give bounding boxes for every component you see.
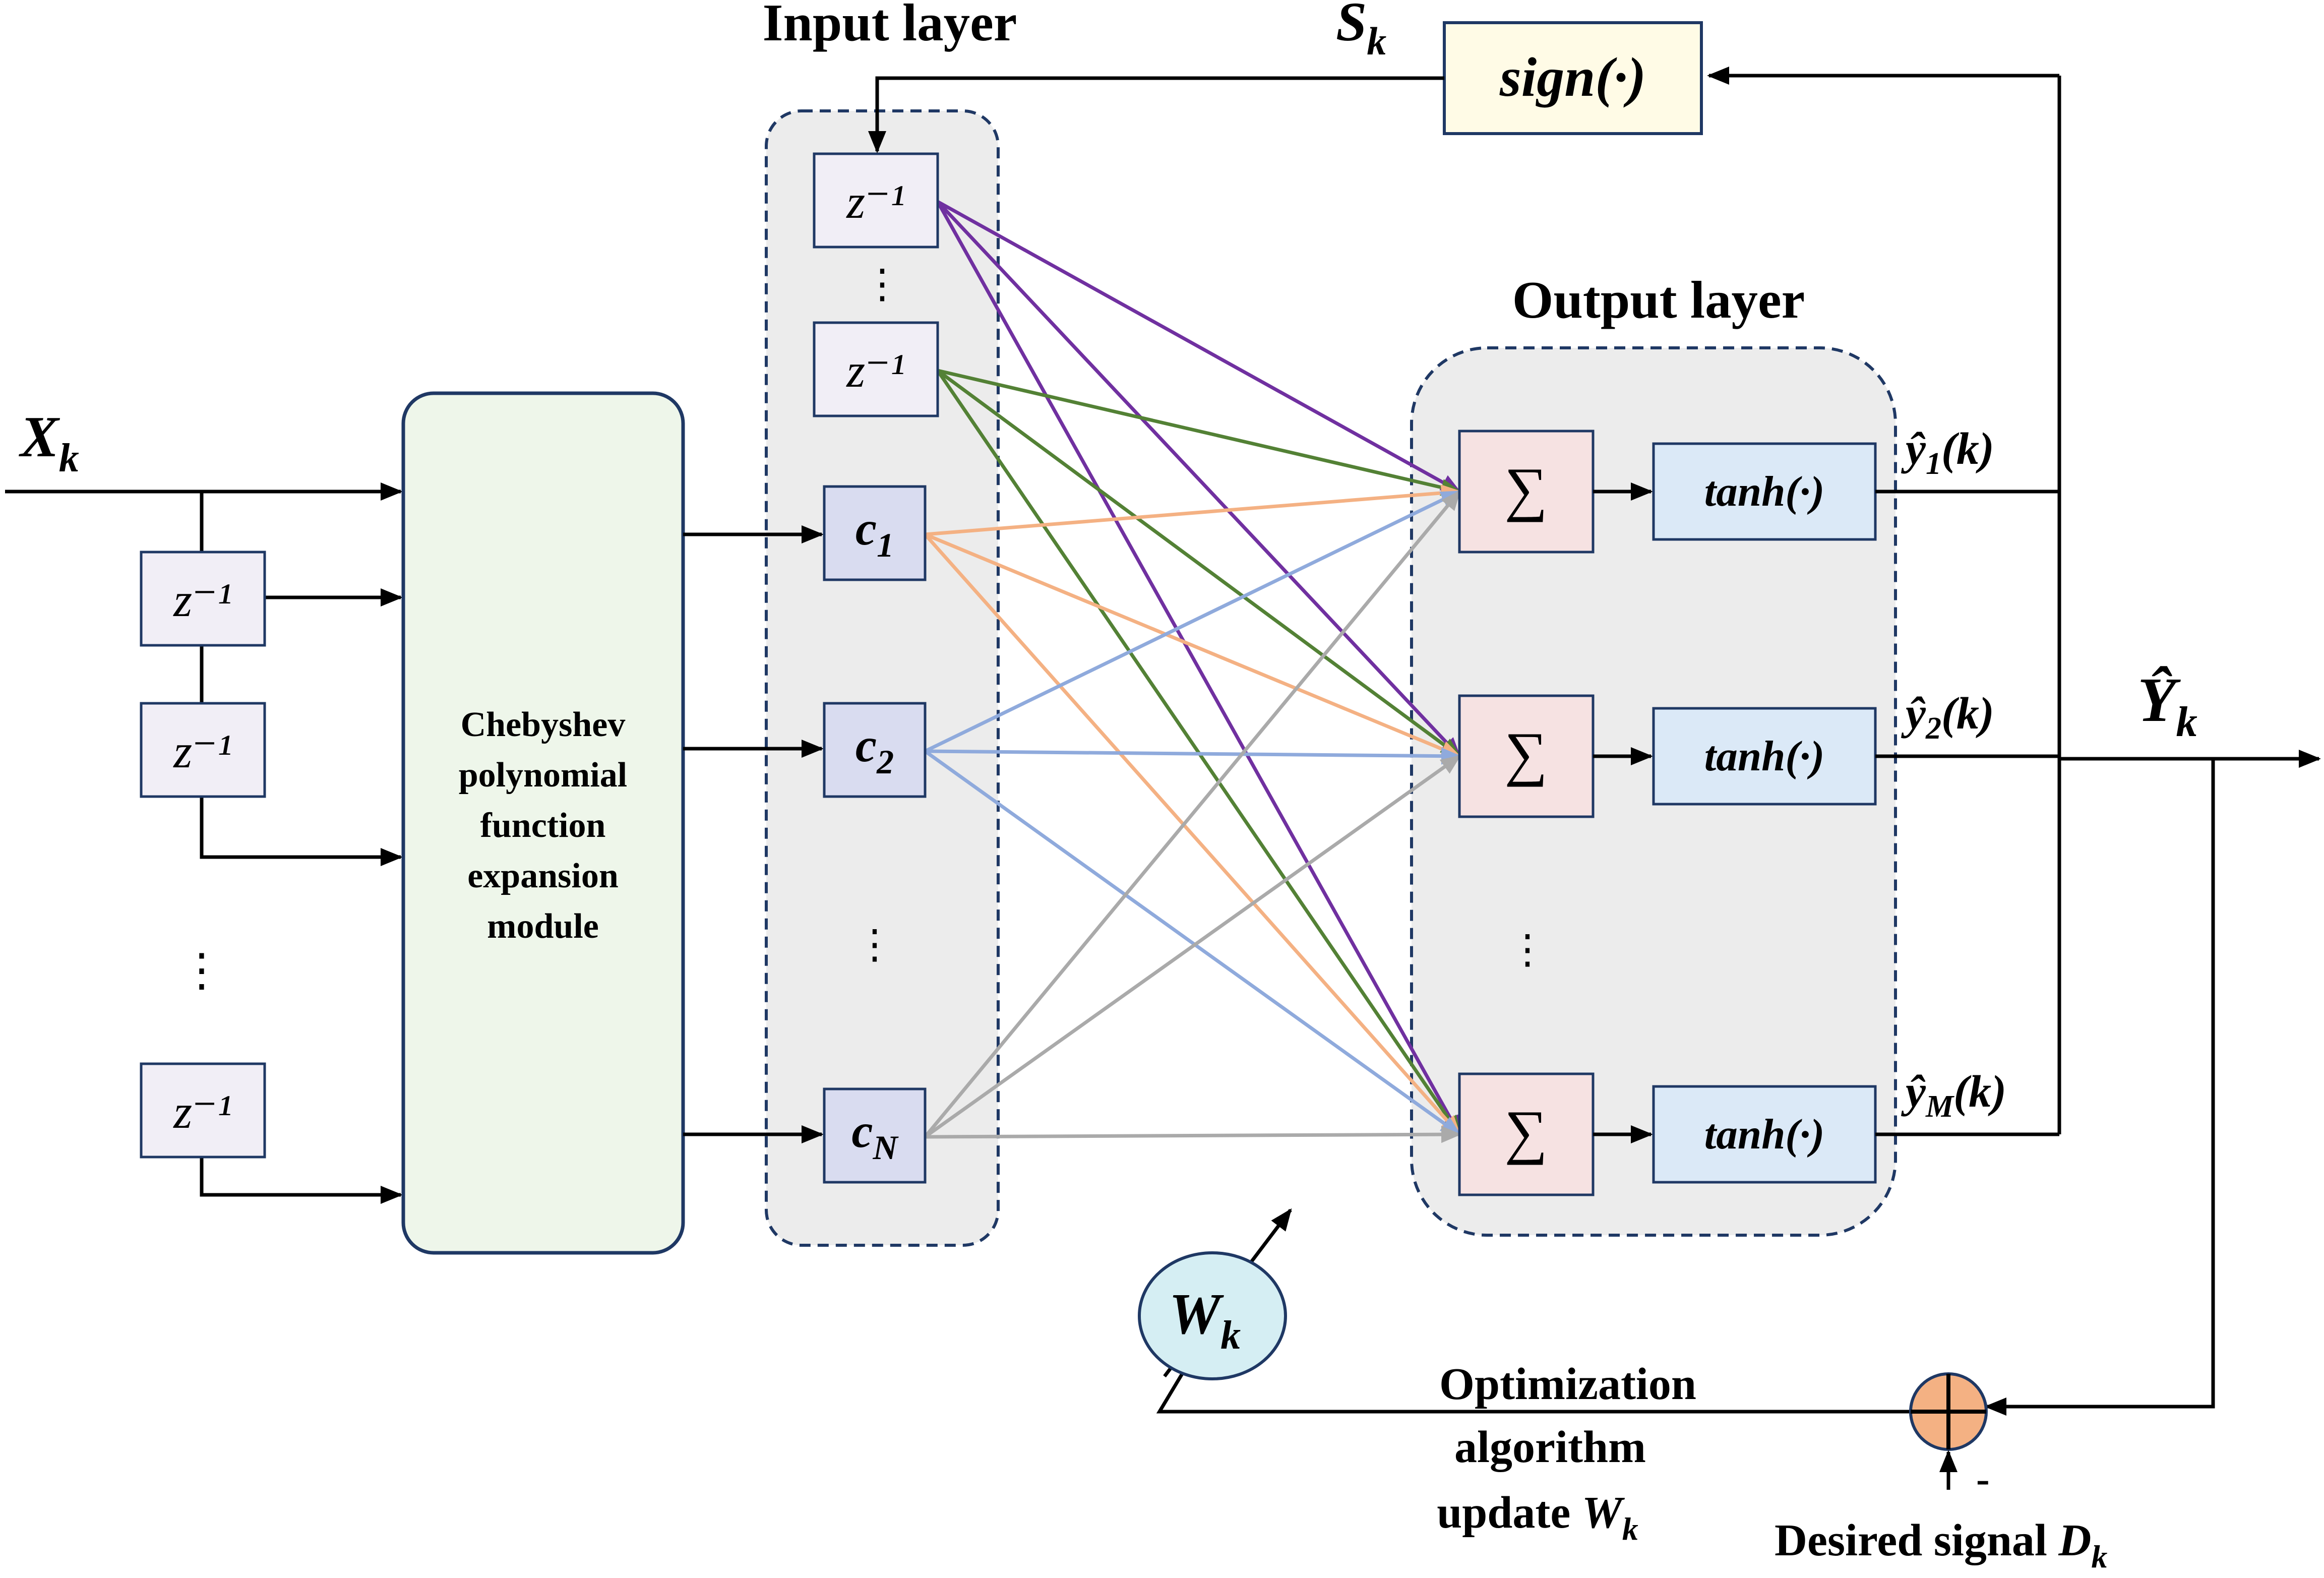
input-layer-title: Input layer bbox=[763, 0, 1017, 52]
weights-node: Wk bbox=[1138, 1251, 1287, 1380]
svg-text:tanh(·): tanh(·) bbox=[1704, 1111, 1825, 1158]
svg-text:expansion: expansion bbox=[467, 857, 619, 895]
connection-2-to-2 bbox=[936, 369, 1461, 758]
svg-text:Chebyshev: Chebyshev bbox=[461, 705, 626, 744]
output-layer-title: Output layer bbox=[1512, 270, 1805, 329]
input-delay-box-2: z⁻¹ bbox=[813, 321, 939, 417]
output-label-M: ŷM(k) bbox=[1901, 1067, 2006, 1124]
svg-text:c1: c1 bbox=[855, 502, 894, 564]
sign-feedback-wire bbox=[868, 76, 1444, 153]
input-node-c2: c2 bbox=[823, 702, 927, 798]
connection-4-to-3 bbox=[924, 750, 1461, 1136]
delay-box-3: z⁻¹ bbox=[140, 1062, 266, 1159]
output-signal-label: Ŷk bbox=[2137, 665, 2197, 746]
connection-5-to-2 bbox=[924, 755, 1461, 1138]
svg-text:∑: ∑ bbox=[1504, 455, 1548, 522]
svg-text:polynomial: polynomial bbox=[459, 756, 628, 795]
svg-text:∑: ∑ bbox=[1504, 720, 1548, 787]
connection-1-to-2 bbox=[936, 200, 1461, 758]
svg-text:function: function bbox=[480, 806, 606, 845]
connection-2-to-1 bbox=[937, 369, 1461, 496]
output-wires bbox=[1707, 67, 2321, 1416]
sum-node-2: ∑ bbox=[1458, 694, 1595, 818]
connection-4-to-2 bbox=[925, 747, 1461, 765]
tanh-block-M: tanh(·) bbox=[1652, 1085, 1877, 1184]
output-layer-vdots: ⋮ bbox=[1507, 928, 1548, 972]
sum-to-tanh-arrows bbox=[1593, 482, 1653, 1143]
svg-text:module: module bbox=[487, 907, 599, 946]
module-output-arrows bbox=[683, 525, 824, 1143]
input-node-c1: c1 bbox=[823, 485, 927, 581]
svg-text:z⁻¹: z⁻¹ bbox=[845, 175, 905, 228]
summing-junction bbox=[1909, 1372, 1988, 1451]
connection-3-to-3 bbox=[924, 533, 1461, 1136]
connection-3-to-2 bbox=[924, 532, 1461, 758]
svg-text:z⁻¹: z⁻¹ bbox=[172, 724, 232, 778]
desired-signal-label: Desired signal Dk bbox=[1775, 1515, 2107, 1574]
chebyshev-module: Chebyshev polynomial function expansion … bbox=[401, 391, 685, 1255]
connection-3-to-1 bbox=[925, 484, 1461, 536]
svg-text:Wk: Wk bbox=[1169, 1282, 1241, 1358]
svg-text:z⁻¹: z⁻¹ bbox=[172, 573, 232, 627]
connection-5-to-1 bbox=[924, 490, 1461, 1138]
output-label-2: ŷ2(k) bbox=[1901, 689, 1994, 746]
svg-text:Xk: Xk bbox=[19, 405, 79, 480]
svg-text:∑: ∑ bbox=[1504, 1098, 1548, 1165]
delay-box-2: z⁻¹ bbox=[140, 702, 266, 798]
connection-1-to-3 bbox=[936, 201, 1461, 1136]
connection-4-to-1 bbox=[924, 490, 1461, 753]
tanh-block-1: tanh(·) bbox=[1652, 442, 1877, 541]
weight-connections bbox=[924, 200, 1461, 1143]
svg-text:algorithm: algorithm bbox=[1454, 1422, 1646, 1472]
optimization-label: Optimization algorithm update Wk bbox=[1437, 1359, 1696, 1547]
delay-line-wires bbox=[5, 482, 403, 1204]
output-label-1: ŷ1(k) bbox=[1901, 424, 1994, 481]
input-delay-vdots: ⋮ bbox=[862, 262, 902, 307]
delay-line-vdots: ⋮ bbox=[179, 946, 224, 996]
svg-text:sign(·): sign(·) bbox=[1499, 46, 1646, 108]
sign-block: sign(·) bbox=[1443, 21, 1703, 135]
svg-text:z⁻¹: z⁻¹ bbox=[172, 1085, 232, 1138]
connection-1-to-1 bbox=[937, 200, 1461, 494]
junction-minus-sign: - bbox=[1976, 1457, 1990, 1501]
input-node-cN: cN bbox=[823, 1087, 927, 1184]
svg-text:c2: c2 bbox=[855, 718, 894, 781]
svg-text:tanh(·): tanh(·) bbox=[1704, 468, 1825, 515]
svg-text:update Wk: update Wk bbox=[1437, 1488, 1638, 1547]
svg-text:Optimization: Optimization bbox=[1439, 1359, 1696, 1409]
input-node-vdots: ⋮ bbox=[854, 923, 895, 967]
sign-output-label: Sk bbox=[1336, 0, 1386, 63]
input-signal-label: Xk bbox=[19, 405, 79, 480]
tanh-block-2: tanh(·) bbox=[1652, 707, 1877, 806]
svg-text:cN: cN bbox=[851, 1104, 899, 1167]
input-delay-box-1: z⁻¹ bbox=[813, 152, 939, 249]
connection-5-to-3 bbox=[925, 1126, 1461, 1143]
svg-text:z⁻¹: z⁻¹ bbox=[845, 344, 905, 397]
sum-node-1: ∑ bbox=[1458, 430, 1595, 554]
delay-box-1: z⁻¹ bbox=[140, 551, 266, 647]
svg-text:tanh(·): tanh(·) bbox=[1704, 733, 1825, 780]
sum-node-M: ∑ bbox=[1458, 1072, 1595, 1196]
